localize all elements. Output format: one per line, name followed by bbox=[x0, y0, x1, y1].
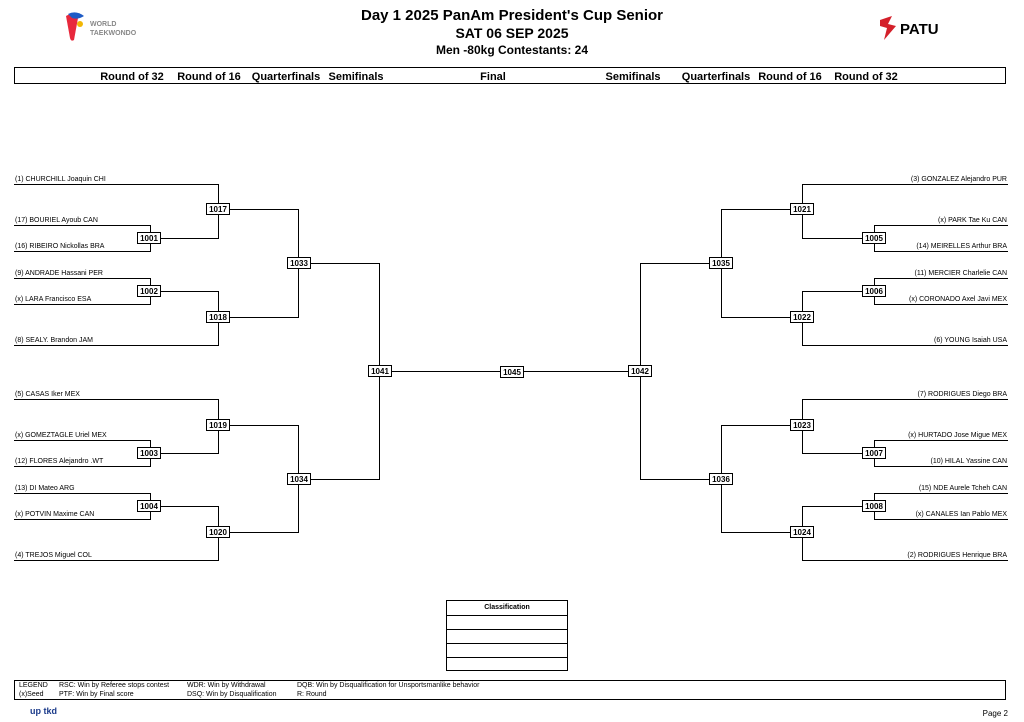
match-box-1003[interactable]: 1003 bbox=[137, 447, 161, 459]
athlete-r-1: (3) GONZALEZ Alejandro PUR bbox=[910, 176, 1007, 183]
athlete-r-8: (x) HURTADO Jose Migue MEX bbox=[908, 432, 1007, 439]
athlete-r-3: (14) MEIRELLES Arthur BRA bbox=[916, 243, 1007, 250]
round-label-r-r16: Round of 16 bbox=[758, 71, 822, 83]
match-box-1020[interactable]: 1020 bbox=[206, 526, 230, 538]
round-label-final: Final bbox=[480, 71, 506, 83]
world-taekwondo-logo: WORLD TAEKWONDO bbox=[62, 10, 152, 44]
world-taekwondo-logo-icon: WORLD TAEKWONDO bbox=[66, 12, 137, 41]
match-box-1006[interactable]: 1006 bbox=[862, 285, 886, 297]
athlete-r-7: (7) RODRIGUES Diego BRA bbox=[917, 391, 1007, 398]
patu-logo-icon: PATU bbox=[880, 16, 939, 40]
legend-seed: (x)Seed bbox=[19, 691, 44, 698]
legend-title: LEGEND bbox=[19, 682, 48, 689]
legend-rsc: RSC: Win by Referee stops contest bbox=[59, 682, 170, 689]
match-box-1008[interactable]: 1008 bbox=[862, 500, 886, 512]
round-label-r-sf: Semifinals bbox=[605, 71, 661, 83]
legend-wdr: WDR: Win by Withdrawal bbox=[187, 682, 266, 689]
match-box-1045[interactable]: 1045 bbox=[500, 366, 524, 378]
athlete-l-7: (5) CASAS Iker MEX bbox=[15, 391, 80, 398]
legend-ptf: PTF: Win by Final score bbox=[59, 691, 134, 698]
round-label-l-r32: Round of 32 bbox=[100, 71, 164, 83]
event-category: Men -80kg Contestants: 24 bbox=[435, 43, 589, 57]
athlete-r-9: (10) HILAL Yassine CAN bbox=[930, 458, 1007, 465]
athlete-l-8: (x) GOMEZTAGLE Uriel MEX bbox=[15, 432, 107, 439]
athlete-l-6: (8) SEALY. Brandon JAM bbox=[15, 337, 93, 344]
athlete-r-6: (6) YOUNG Isaiah USA bbox=[933, 337, 1007, 344]
match-box-1024[interactable]: 1024 bbox=[790, 526, 814, 538]
match-box-1041[interactable]: 1041 bbox=[368, 365, 392, 377]
classification-row bbox=[447, 658, 567, 671]
match-box-1023[interactable]: 1023 bbox=[790, 419, 814, 431]
match-box-1018[interactable]: 1018 bbox=[206, 311, 230, 323]
athlete-l-3: (16) RIBEIRO Nickollas BRA bbox=[15, 243, 105, 250]
athlete-r-4: (11) MERCIER Charlelie CAN bbox=[914, 270, 1007, 277]
svg-text:TAEKWONDO: TAEKWONDO bbox=[90, 30, 137, 37]
athlete-r-5: (x) CORONADO Axel Javi MEX bbox=[908, 296, 1007, 303]
uptkd-logo: up tkd bbox=[30, 706, 57, 716]
match-box-1033[interactable]: 1033 bbox=[287, 257, 311, 269]
athlete-l-11: (x) POTVIN Maxime CAN bbox=[15, 511, 95, 518]
legend-box: LEGEND (x)Seed RSC: Win by Referee stops… bbox=[14, 680, 1006, 700]
match-box-1035[interactable]: 1035 bbox=[709, 257, 733, 269]
match-box-1004[interactable]: 1004 bbox=[137, 500, 161, 512]
athlete-l-10: (13) DI Mateo ARG bbox=[15, 485, 75, 492]
round-label-r-r32: Round of 32 bbox=[834, 71, 898, 83]
athlete-r-2: (x) PARK Tae Ku CAN bbox=[938, 217, 1007, 224]
classification-table: Classification bbox=[446, 600, 568, 671]
match-box-1036[interactable]: 1036 bbox=[709, 473, 733, 485]
round-label-l-qf: Quarterfinals bbox=[251, 71, 321, 83]
match-box-1007[interactable]: 1007 bbox=[862, 447, 886, 459]
athlete-l-1: (1) CHURCHILL Joaquin CHI bbox=[15, 176, 106, 183]
match-box-1019[interactable]: 1019 bbox=[206, 419, 230, 431]
athlete-l-4: (9) ANDRADE Hassani PER bbox=[15, 270, 103, 277]
classification-title: Classification bbox=[447, 601, 567, 616]
svg-text:WORLD: WORLD bbox=[90, 21, 116, 28]
match-box-1034[interactable]: 1034 bbox=[287, 473, 311, 485]
round-label-l-r16: Round of 16 bbox=[177, 71, 241, 83]
legend-dsq: DSQ: Win by Disqualification bbox=[187, 691, 277, 698]
round-header-bar bbox=[14, 67, 1006, 84]
athlete-r-11: (x) CANALES Ian Pablo MEX bbox=[915, 511, 1007, 518]
page-number: Page 2 bbox=[982, 709, 1008, 718]
classification-row bbox=[447, 616, 567, 630]
match-box-1022[interactable]: 1022 bbox=[790, 311, 814, 323]
athlete-r-12: (2) RODRIGUES Henrique BRA bbox=[907, 552, 1007, 559]
match-box-1005[interactable]: 1005 bbox=[862, 232, 886, 244]
match-box-1042[interactable]: 1042 bbox=[628, 365, 652, 377]
athlete-l-5: (x) LARA Francisco ESA bbox=[15, 296, 92, 303]
match-box-1001[interactable]: 1001 bbox=[137, 232, 161, 244]
classification-row bbox=[447, 630, 567, 644]
athlete-l-9: (12) FLORES Alejandro .WT bbox=[15, 458, 104, 465]
svg-text:PATU: PATU bbox=[900, 21, 939, 38]
match-box-1017[interactable]: 1017 bbox=[206, 203, 230, 215]
legend-r: R: Round bbox=[297, 691, 327, 698]
athlete-l-12: (4) TREJOS Miguel COL bbox=[15, 552, 92, 559]
patu-logo: PATU bbox=[878, 14, 958, 44]
event-date: SAT 06 SEP 2025 bbox=[455, 25, 569, 41]
classification-row bbox=[447, 644, 567, 658]
athlete-l-2: (17) BOURIEL Ayoub CAN bbox=[15, 217, 98, 224]
match-box-1021[interactable]: 1021 bbox=[790, 203, 814, 215]
round-label-r-qf: Quarterfinals bbox=[681, 71, 751, 83]
legend-dqb: DQB: Win by Disqualification for Unsport… bbox=[297, 682, 480, 689]
athlete-r-10: (15) NDE Aurele Tcheh CAN bbox=[918, 485, 1007, 492]
match-box-1002[interactable]: 1002 bbox=[137, 285, 161, 297]
event-title: Day 1 2025 PanAm President's Cup Senior bbox=[360, 7, 663, 24]
round-label-l-sf: Semifinals bbox=[328, 71, 384, 83]
